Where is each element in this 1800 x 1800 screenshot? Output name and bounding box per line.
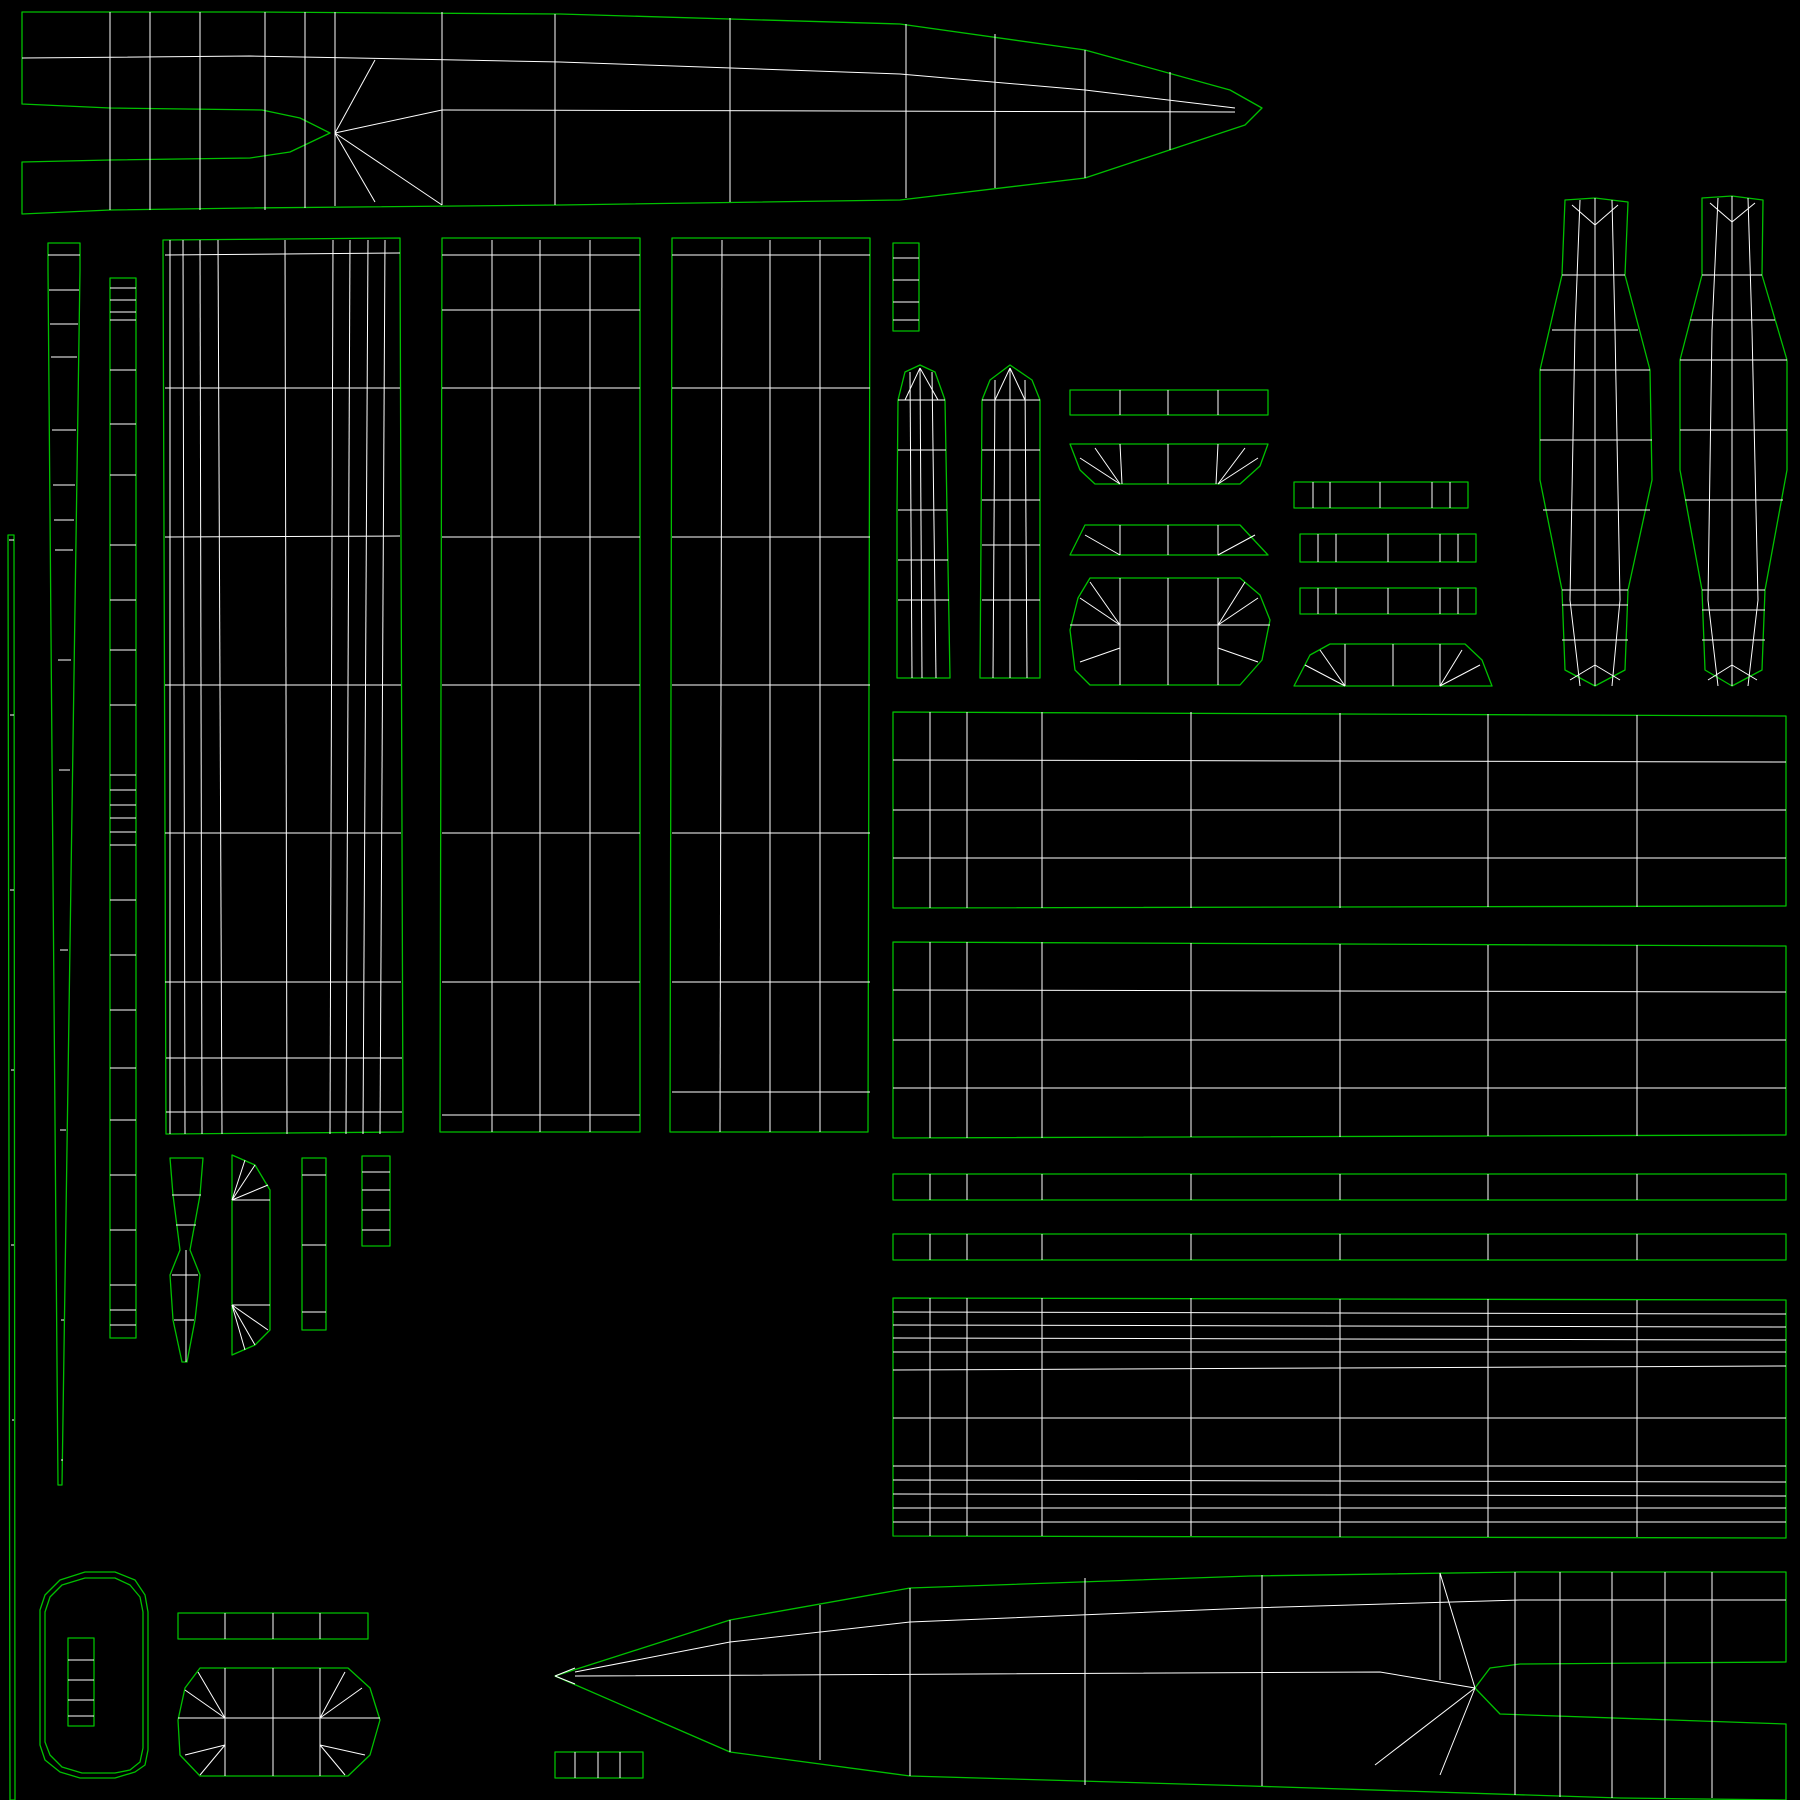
uv-island-panel-h1 [892, 711, 1787, 909]
uv-island-strip-h1 [892, 1173, 1787, 1201]
uv-island-pod-1 [1539, 197, 1653, 687]
uv-island-fuselage-top [21, 11, 1263, 215]
uv-island-strip-h2 [892, 1233, 1787, 1261]
uv-island-wing-panel-3 [669, 237, 871, 1133]
uv-island-edge-sliver [7, 534, 16, 1800]
uv-island-pod-2 [1679, 195, 1788, 687]
uv-island-small-part [39, 1571, 644, 1779]
uv-island-small-part [169, 1154, 391, 1363]
island-outline [21, 11, 1263, 215]
island-outline [554, 1571, 1787, 1800]
grid-lines [21, 12, 1236, 210]
uv-island-narrow-strip [109, 277, 137, 1339]
uv-island-tail-strip [47, 242, 81, 1486]
uv-island-fuselage-bottom [554, 1571, 1787, 1800]
uv-island-panel-h2 [892, 941, 1787, 1139]
uv-island-wing-panel-2 [439, 237, 641, 1133]
grid-lines [554, 1572, 1786, 1798]
uv-island-panel-h3 [892, 1297, 1787, 1539]
uv-island-wing-panel-1 [162, 237, 404, 1135]
uv-island-small-part [892, 242, 1493, 687]
